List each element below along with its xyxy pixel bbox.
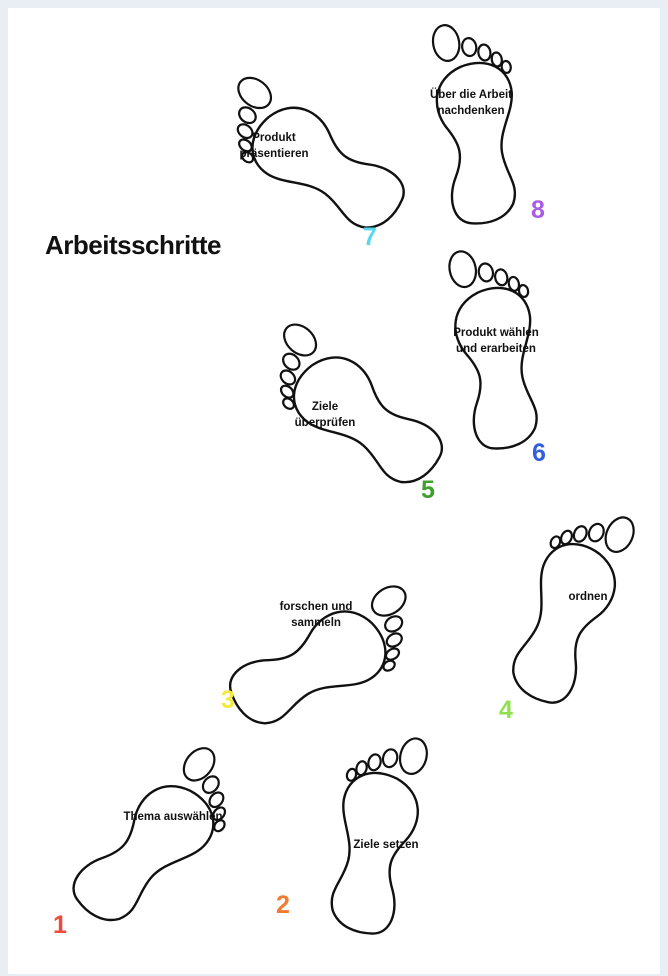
toe-1: [283, 323, 318, 357]
toe-3: [279, 369, 297, 386]
step-label-line: Ziele setzen: [353, 839, 418, 851]
toe-3: [367, 753, 382, 772]
foot-sole: [251, 106, 405, 229]
worksheet: Arbeitsschritte Thema auswählen 1 Ziele se…: [8, 8, 660, 974]
step-number: 4: [499, 696, 513, 724]
toe-4: [238, 138, 253, 153]
footprint-step-7: Produkt präsentieren 7: [236, 76, 405, 251]
step-number: 3: [221, 686, 235, 714]
toe-1: [448, 250, 478, 289]
step-label: Über die Arbeit nachdenken: [430, 88, 512, 117]
toe-2: [238, 106, 257, 125]
toe-1: [237, 76, 273, 110]
toe-2: [587, 522, 605, 543]
footprint-shape: [228, 585, 407, 725]
toe-3: [385, 632, 403, 648]
toe-5: [549, 535, 562, 550]
foot-sole: [228, 610, 387, 725]
toe-5: [345, 767, 358, 782]
toe-3: [208, 791, 225, 809]
step-number: 1: [53, 911, 67, 939]
toe-5: [213, 819, 226, 833]
toe-5: [241, 150, 255, 164]
toe-3: [477, 43, 492, 62]
footprint-step-8: Über die Arbeit nachdenken 8: [430, 24, 545, 225]
step-label-line: überprüfen: [295, 417, 356, 429]
toe-2: [282, 352, 301, 371]
toe-4: [355, 760, 368, 777]
toe-1: [431, 24, 461, 62]
toe-5: [382, 659, 396, 672]
step-label: forschen und sammeln: [280, 601, 353, 629]
toe-1: [182, 747, 216, 782]
footprint-shape: [279, 323, 444, 484]
toe-1: [398, 737, 428, 775]
toe-1: [370, 585, 407, 617]
step-label-line: Ziele: [312, 401, 338, 413]
footprint-shape: [72, 747, 227, 922]
step-label-line: präsentieren: [239, 148, 308, 160]
step-label-line: nachdenken: [437, 105, 504, 117]
toe-2: [381, 748, 399, 769]
footprint-shape: [448, 250, 538, 450]
step-label: Ziele überprüfen: [295, 401, 356, 429]
step-number: 5: [421, 476, 435, 504]
toe-4: [507, 275, 521, 292]
step-label-line: ordnen: [569, 591, 608, 603]
footprint-step-2: Ziele setzen 2: [276, 737, 428, 935]
footprint-shape: [236, 76, 405, 229]
toe-2: [201, 775, 220, 794]
step-label-line: Thema auswählen: [123, 811, 222, 823]
footprint-shape: [431, 24, 516, 225]
foot-sole: [292, 356, 444, 484]
toe-3: [494, 268, 509, 287]
step-number: 8: [531, 196, 545, 224]
step-label-line: Über die Arbeit: [430, 88, 512, 101]
footprint-step-3: forschen und sammeln 3: [221, 585, 407, 725]
toe-4: [279, 384, 295, 399]
foot-sole: [512, 542, 616, 704]
foot-sole: [435, 61, 516, 225]
toe-5: [282, 397, 296, 410]
footprint-shape: [512, 516, 635, 704]
step-label-line: sammeln: [291, 617, 341, 629]
step-label-line: und erarbeiten: [456, 343, 536, 355]
footprint-step-6: Produkt wählen und erarbeiten 6: [448, 250, 546, 467]
step-label: Thema auswählen: [123, 811, 222, 823]
toe-2: [461, 37, 478, 58]
toe-2: [477, 262, 495, 283]
footprint-step-5: Ziele überprüfen 5: [279, 323, 444, 504]
footprint-diagram: Thema auswählen 1 Ziele setzen 2 forschen un…: [53, 24, 635, 939]
footprint-step-4: ordnen 4: [499, 516, 635, 724]
toe-4: [490, 51, 503, 68]
step-number: 2: [276, 891, 290, 919]
toe-5: [517, 283, 530, 299]
foot-sole: [72, 785, 215, 922]
step-label-line: forschen und: [280, 601, 353, 613]
step-label: ordnen: [569, 591, 608, 603]
toe-4: [559, 529, 573, 546]
foot-sole: [454, 286, 538, 450]
foot-sole: [330, 771, 419, 935]
step-label: Produkt präsentieren: [239, 132, 308, 160]
page-title: Arbeitsschritte: [45, 230, 222, 260]
toe-4: [212, 806, 227, 822]
step-number: 7: [363, 223, 377, 251]
step-label-line: Produkt wählen: [453, 327, 539, 339]
toe-3: [572, 525, 588, 543]
step-label: Produkt wählen und erarbeiten: [453, 327, 539, 355]
toe-2: [384, 615, 404, 633]
footprint-step-1: Thema auswählen 1: [53, 747, 227, 939]
toe-3: [236, 123, 254, 140]
footprint-shape: [330, 737, 428, 935]
toe-4: [384, 647, 401, 661]
toe-1: [604, 516, 635, 553]
toe-5: [500, 59, 512, 75]
step-label-line: Produkt: [252, 132, 296, 144]
step-number: 6: [532, 439, 546, 467]
step-label: Ziele setzen: [353, 839, 418, 851]
